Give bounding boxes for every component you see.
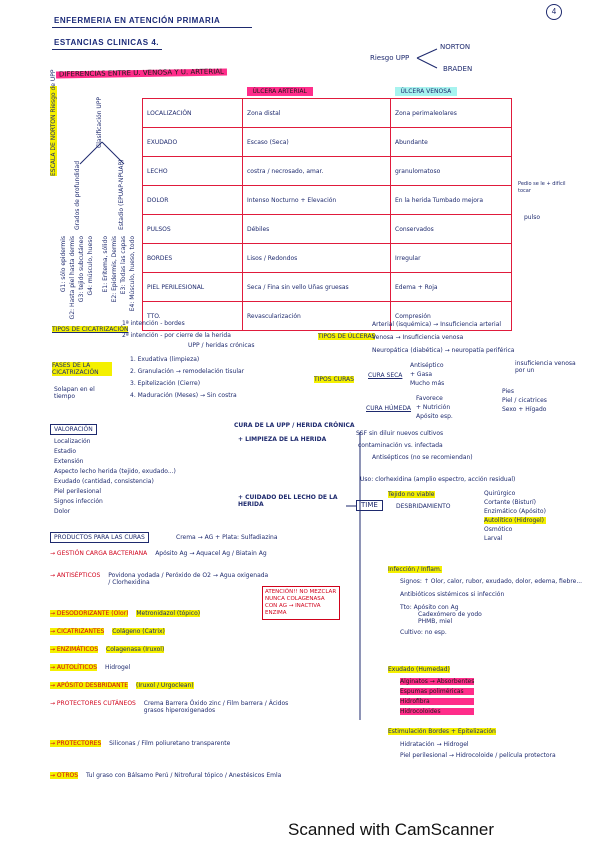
clasificacion-upp-label: Clasificación UPP — [96, 96, 103, 148]
col-header-venosa: ÚLCERA VENOSA — [391, 84, 512, 99]
time-i-title: Infección / Inflam. — [388, 566, 442, 573]
fases-note: Solapan en el tiempo — [54, 386, 95, 400]
cura-note: Piel / cicatrices — [502, 397, 547, 404]
table-row: PULSOS Débiles Conservados — [142, 214, 512, 244]
productos-heading: PRODUCTOS PARA LAS CURAS — [50, 532, 149, 543]
list-item: → CICATRIZANTES Colágeno (Catrix) — [50, 628, 165, 635]
list-item: → OTROS Tul graso con Bálsamo Perú / Nit… — [50, 772, 282, 779]
differences-heading: DIFERENCIAS ENTRE U. VENOSA Y U. ARTERIA… — [55, 68, 227, 79]
limpieza-item: contaminación vs. infectada — [358, 442, 443, 449]
productos-crema: Crema → AG + Plata: Sulfadiazina — [176, 534, 278, 541]
fase-item: 2. Granulación → remodelación tisular — [130, 368, 245, 375]
risk-scale-braden: BRADEN — [443, 65, 473, 73]
cura-humeda-item: + Nutrición — [416, 404, 451, 411]
cura-seca-item: + Gasa — [410, 371, 433, 378]
cicatrizacion-item: 2ª intención - por cierre de la herida — [122, 332, 231, 339]
time-e-title: Estimulación Bordes + Epitelización — [388, 728, 496, 735]
cura-seca-item: Antiséptico — [410, 362, 444, 369]
atencion-warning: ATENCIÓN!! NO MEZCLAR NUNCA COLAGENASA C… — [262, 586, 340, 620]
time-arrows — [346, 432, 361, 720]
limpieza-item: Uso: clorhexidina (amplio espectro, acci… — [360, 476, 516, 483]
list-item: → ANTISÉPTICOS Povidona yodada / Peróxid… — [50, 572, 269, 586]
table-row: LOCALIZACIÓN Zona distal Zona perimaleol… — [142, 98, 512, 128]
fase-item: 1. Exudativa (limpieza) — [130, 356, 200, 363]
productos-list: → GESTIÓN CARGA BACTERIANA Apósito Ag → … — [50, 550, 350, 812]
infeccion-list: Signos: ↑ Olor, calor, rubor, exudado, d… — [400, 578, 583, 636]
ulcera-tipo-item: Arterial (isquémica) → Insuficiencia art… — [372, 321, 502, 328]
cicatrizacion-item: UPP / heridas crónicas — [188, 342, 255, 349]
cura-humeda-item: Apósito esp. — [416, 413, 453, 420]
fase-item: 3. Epitelización (Cierre) — [130, 380, 201, 387]
ulcera-tipo-item: Venosa → Insuficiencia venosa — [372, 334, 464, 341]
norton-scale-label: ESCALA DE NORTON Riesgo de UPP — [50, 69, 57, 176]
table-row: TTO. Revascularización Compresión — [142, 301, 512, 331]
table-row: LECHO costra / necrosado, amar. granulom… — [142, 156, 512, 186]
tree-branch-lines — [79, 141, 125, 165]
tipos-ulceras-label: TIPOS DE ÚLCERAS — [318, 333, 376, 340]
ulcer-comparison-table: ÚLCERA ARTERIAL ÚLCERA VENOSA LOCALIZACI… — [142, 84, 512, 331]
table-row: DOLOR Intenso Nocturno + Elevación En la… — [142, 185, 512, 215]
cura-seca-item: Mucho más — [410, 380, 445, 387]
list-item: → AUTOLÍTICOS Hidrogel — [50, 664, 131, 671]
exudado-list: Alginatos → Absorbentes Espumas poliméri… — [400, 678, 475, 715]
risk-scale-norton: NORTON — [440, 43, 471, 51]
fase-item: 4. Maduración (Meses) → Sin costra — [130, 392, 237, 399]
list-item: → APÓSITO DESBRIDANTE (Iruxol / Urgoclea… — [50, 682, 194, 689]
list-item: → ENZIMÁTICOS Colagenasa (Iruxol) — [50, 646, 165, 653]
cuidado-lecho-heading: + CUIDADO DEL LECHO DE LA HERIDA — [238, 494, 338, 508]
page-number: 4 — [546, 4, 562, 20]
time-m-title: Exudado (Humedad) — [388, 666, 450, 673]
epitelizacion-list: Hidratación → Hidrogel Piel perilesional… — [400, 741, 556, 759]
side-note-pulso: pulso — [524, 214, 541, 221]
grades-list: G1: sólo epidermis G2: Hasta piel hasta … — [60, 236, 94, 320]
fases-label: FASES DE LA CICATRIZACIÓN — [52, 362, 112, 376]
valoracion-list: Localización Estadio Extensión Aspecto l… — [54, 438, 176, 515]
cura-humeda-item: Favorece — [416, 395, 443, 402]
risk-branch-lines — [416, 48, 438, 69]
table-row: BORDES Lisos / Redondos Irregular — [142, 243, 512, 273]
cura-note: Pies — [502, 388, 514, 395]
cura-note: Sexo + Hígado — [502, 406, 547, 413]
title-underline — [52, 27, 252, 28]
cicatrizacion-item: 1ª intención - bordes — [122, 320, 185, 327]
page-subtitle: ESTANCIAS CLINICAS 4. — [54, 38, 160, 47]
desbridamiento-types: Quirúrgico Cortante (Bisturí) Enzimático… — [484, 490, 546, 542]
limpieza-item: Antisépticos (no se recomiendan) — [372, 454, 473, 461]
list-item: → PROTECTORES Siliconas / Film poliureta… — [50, 740, 231, 747]
tipos-cicatrizacion-label: TIPOS DE CICATRIZACIÓN — [52, 326, 129, 333]
list-item: → DESODORIZANTE (Olor) Metronidazol (tóp… — [50, 610, 201, 617]
time-t-sub: DESBRIDAMIENTO — [396, 503, 451, 510]
grados-profundidad-label: Grados de profundidad — [74, 160, 81, 230]
insuficiencia-note: insuficiencia venosa por un — [515, 360, 576, 374]
tipos-curas-label: TIPOS CURAS — [314, 376, 354, 383]
list-item: → PROTECTORES CUTÁNEOS Crema Barrera Óxi… — [50, 700, 289, 714]
subtitle-underline — [52, 49, 162, 50]
cura-humeda-label: CURA HÚMEDA — [366, 405, 412, 412]
estadio-label: Estadio (EPUAP-NPUAP) — [118, 159, 125, 230]
time-t-title: Tejido no viable — [388, 491, 435, 498]
page-title: ENFERMERIA EN ATENCIÓN PRIMARIA — [54, 16, 221, 25]
table-row: PIEL PERILESIONAL Seca / Fina sin vello … — [142, 272, 512, 302]
cura-seca-label: CURA SECA — [368, 372, 403, 379]
limpieza-heading: + LIMPIEZA DE LA HERIDA — [238, 436, 327, 443]
time-box: TIME — [356, 500, 383, 511]
col-header-arterial: ÚLCERA ARTERIAL — [243, 84, 391, 99]
cura-upp-heading: CURA DE LA UPP / HERIDA CRÓNICA — [234, 422, 355, 429]
scanner-watermark: Scanned with CamScanner — [288, 820, 495, 839]
side-note-pedio: Pedio se le + difícil tocar — [518, 181, 566, 194]
valoracion-heading: VALORACIÓN — [50, 424, 97, 435]
risk-label: Riesgo UPP — [370, 54, 410, 62]
ulcera-tipo-item: Neuropática (diabética) → neuropatía per… — [372, 347, 515, 354]
ssf-note: SSF sin diluir nuevos cultivos — [356, 430, 444, 437]
list-item: → GESTIÓN CARGA BACTERIANA Apósito Ag → … — [50, 550, 267, 557]
table-row: EXUDADO Escaso (Seca) Abundante — [142, 127, 512, 157]
stages-list: E1: Eritema, sólido E2: Epidermis, Dermi… — [102, 236, 136, 312]
